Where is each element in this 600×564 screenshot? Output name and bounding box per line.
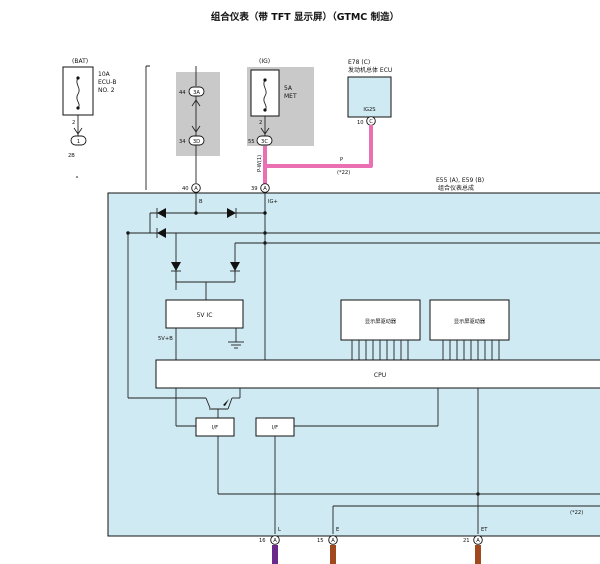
svg-text:A: A bbox=[476, 538, 480, 544]
display-driver-2 bbox=[429, 299, 510, 341]
fuse-ig-terminal-top bbox=[263, 78, 267, 82]
diode-1-icon bbox=[157, 208, 166, 218]
meter-note: (*22) bbox=[570, 510, 583, 516]
pin40-label: B bbox=[199, 199, 203, 205]
ecu-pin: 10 bbox=[357, 120, 364, 126]
fuse-ig-rating: 5A bbox=[284, 85, 293, 92]
junction bbox=[194, 211, 198, 215]
connector-a-bottom-label-box bbox=[188, 135, 205, 146]
svg-text:21: 21 bbox=[463, 538, 470, 544]
pin39-label: IG+ bbox=[268, 199, 278, 205]
ic-5v-output: 5V+B bbox=[158, 336, 173, 342]
ecu-ref: E78 (C) bbox=[348, 59, 370, 66]
fuse-ig-icon bbox=[263, 79, 267, 111]
diode-5-icon bbox=[230, 262, 240, 271]
fuse-ig-terminal-bottom bbox=[263, 108, 267, 112]
pin39-number: 39 bbox=[251, 186, 258, 192]
fuse-bat-pin: 2 bbox=[72, 120, 75, 126]
fuse-ig-pin-top: 2 bbox=[259, 120, 262, 126]
diode-2-icon bbox=[227, 208, 236, 218]
svg-text:ET: ET bbox=[481, 527, 488, 533]
output-pin-e: E 15 A bbox=[317, 527, 339, 564]
connector-a-top-label: 3A bbox=[193, 90, 200, 96]
meter-ref: E55 (A), E59 (B) bbox=[436, 177, 484, 184]
fuse-bat-icon bbox=[76, 77, 80, 109]
pink-wire-horizontal-label: P bbox=[340, 157, 343, 163]
fuse-ig-box bbox=[250, 69, 280, 117]
fuse-bat-terminal-bottom bbox=[76, 106, 80, 110]
page-title: 组合仪表（带 TFT 显示屏）（GTMC 制造） bbox=[211, 11, 399, 23]
connector-a-bottom-label: 3D bbox=[193, 139, 200, 145]
pin39-conn: A bbox=[263, 186, 267, 192]
driver-2-bus bbox=[442, 340, 500, 360]
pink-wire-note: (*22) bbox=[337, 170, 350, 176]
meter-name: 组合仪表总成 bbox=[438, 184, 474, 192]
connector-a-arrow-up-icon bbox=[191, 99, 201, 107]
fuse-bat-name-2: NO. 2 bbox=[98, 87, 115, 94]
fuse-ig-connector-label: 3C bbox=[261, 139, 268, 145]
connector-a-arrow-down-icon bbox=[191, 125, 201, 133]
fuse-bat-source: (BAT) bbox=[72, 58, 88, 65]
fuse-bat-dot bbox=[76, 176, 78, 178]
pin40-conn: A bbox=[194, 186, 198, 192]
cpu-label: CPU bbox=[374, 372, 386, 379]
brown-wire bbox=[475, 545, 481, 564]
brown-wire bbox=[330, 545, 336, 564]
cpu-box bbox=[155, 359, 600, 389]
fuse-bat-arrow-icon bbox=[73, 127, 83, 135]
fuse-bat-name-1: ECU-B bbox=[98, 79, 116, 86]
pink-wire-vertical-label: P-W(1) bbox=[257, 155, 263, 172]
fuse-ig-source: (IG) bbox=[259, 58, 270, 65]
bracket-line bbox=[145, 65, 150, 190]
junction bbox=[263, 211, 267, 215]
display-driver-2-label: 显示屏驱动器 bbox=[454, 318, 486, 325]
fuse-ig-arrow-icon bbox=[260, 127, 270, 135]
fuse-bat-connector-label: 1 bbox=[77, 139, 80, 145]
fuse-bat-rating: 10A bbox=[98, 71, 111, 78]
svg-text:A: A bbox=[331, 538, 335, 544]
svg-text:L: L bbox=[278, 527, 281, 533]
connector-a-bottom-pin: 34 bbox=[179, 139, 186, 145]
ecu-name: 发动机总体 ECU bbox=[348, 66, 392, 74]
fuse-ig-connector bbox=[256, 135, 273, 146]
output-pin-l: L 16 A bbox=[259, 527, 281, 564]
connector-a-top-pin: 44 bbox=[179, 90, 186, 96]
pin40-number: 40 bbox=[182, 186, 189, 192]
ecu-terminal: IG2S bbox=[363, 107, 375, 113]
interface-box-1-label: I/F bbox=[212, 425, 218, 431]
fuse-ig-name: MET bbox=[284, 93, 297, 100]
fuse-bat-note: 2B bbox=[68, 153, 75, 159]
fuse-bat-terminal-top bbox=[76, 76, 80, 80]
display-driver-1-label: 显示屏驱动器 bbox=[365, 318, 397, 325]
ground-icon bbox=[228, 341, 244, 349]
interface-box-2-label: I/F bbox=[272, 425, 278, 431]
display-driver-1 bbox=[340, 299, 421, 341]
pink-wire bbox=[263, 125, 373, 168]
svg-text:A: A bbox=[273, 538, 277, 544]
output-pin-et: ET 21 A bbox=[463, 527, 488, 564]
ic-5v-label: 5V IC bbox=[197, 312, 213, 319]
svg-text:E: E bbox=[336, 527, 339, 533]
transistor-arrow-icon bbox=[223, 399, 229, 406]
purple-wire bbox=[272, 545, 278, 564]
fuse-ig-pin-num: 55 bbox=[248, 139, 255, 145]
diode-4-icon bbox=[171, 262, 181, 271]
ic-5v-box bbox=[165, 299, 244, 329]
svg-text:16: 16 bbox=[259, 538, 266, 544]
connector-a-top-label-box bbox=[188, 86, 205, 97]
fuse-bat-connector bbox=[70, 135, 87, 146]
ecu-pin-conn: C bbox=[369, 119, 373, 125]
diode-3-icon bbox=[157, 228, 166, 238]
driver-1-bus bbox=[351, 340, 409, 360]
interface-box-1 bbox=[195, 417, 235, 437]
svg-text:15: 15 bbox=[317, 538, 324, 544]
